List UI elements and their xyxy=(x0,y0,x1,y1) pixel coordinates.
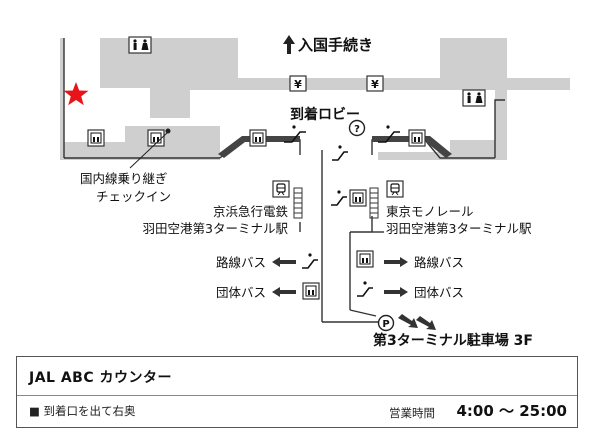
svg-text:¥: ¥ xyxy=(294,78,302,91)
charter-bus-right-label: 団体バス xyxy=(414,285,464,300)
train-icon xyxy=(272,180,290,198)
hours-label: 営業時間 xyxy=(389,406,435,420)
domestic-checkin-label: チェックイン xyxy=(96,189,171,204)
keikyu-label: 京浜急行電鉄 xyxy=(213,204,289,219)
route-lines xyxy=(299,150,384,323)
arrow-down-right xyxy=(416,316,436,330)
elevator-icon xyxy=(302,282,320,300)
currency-exchange-icon: ¥ xyxy=(289,75,307,92)
svg-text:?: ? xyxy=(354,124,360,135)
elevator-icon xyxy=(87,129,105,147)
immigration-label: 入国手続き xyxy=(298,36,373,54)
escalator-icon xyxy=(284,125,306,143)
route-bus-left-label: 路線バス xyxy=(216,255,266,270)
stairs xyxy=(293,187,379,219)
train-icon xyxy=(386,180,404,198)
leader-dot xyxy=(165,128,171,134)
escalator-icon xyxy=(378,125,400,143)
building-walls xyxy=(60,38,570,160)
monorail-station-label: 羽田空港第3ターミナル駅 xyxy=(386,221,532,236)
parking-label: 第3ターミナル駐車場 3F xyxy=(373,332,533,349)
route-bus-right-label: 路線バス xyxy=(414,255,464,270)
currency-exchange-icon: ¥ xyxy=(366,75,384,92)
terminal-map: 入国手続き 到着ロビー ¥ ¥ ? xyxy=(60,35,570,349)
charter-bus-left-label: 団体バス xyxy=(216,285,266,300)
monorail-label: 東京モノレール xyxy=(386,204,474,219)
escalator-icon xyxy=(302,253,318,269)
information-icon: ? xyxy=(348,119,366,137)
arrival-lobby-label: 到着ロビー xyxy=(290,106,360,123)
domestic-transfer-label: 国内線乗り継ぎ xyxy=(80,171,168,186)
escalator-icon xyxy=(332,145,348,161)
keikyu-station-label: 羽田空港第3ターミナル駅 xyxy=(143,221,289,236)
elevator-icon xyxy=(349,189,367,207)
arrow-down-right xyxy=(398,314,418,328)
elevator-icon xyxy=(408,129,426,147)
counter-info-panel: JAL ABC カウンター ■ 到着口を出て右奥 営業時間 4:00 〜 25:… xyxy=(16,356,578,428)
svg-text:P: P xyxy=(382,319,389,330)
star-marker xyxy=(63,82,89,106)
leader-line xyxy=(129,131,169,169)
arrow-left xyxy=(272,257,296,297)
escalator-icon xyxy=(357,281,373,297)
restroom-icon xyxy=(128,36,152,54)
elevator-icon xyxy=(249,129,267,147)
elevator-icon xyxy=(147,129,165,147)
restroom-icon xyxy=(462,89,486,107)
escalator-icon xyxy=(331,190,347,206)
platform-strips xyxy=(218,136,452,158)
hours-value: 4:00 〜 25:00 xyxy=(456,402,567,420)
arrow-right xyxy=(384,257,408,297)
parking-icon: P xyxy=(377,314,395,332)
svg-text:¥: ¥ xyxy=(371,78,379,91)
counter-directions: ■ 到着口を出て右奥 xyxy=(29,404,136,418)
counter-title: JAL ABC カウンター xyxy=(29,370,172,386)
elevator-icon xyxy=(356,250,374,268)
divider xyxy=(17,395,577,396)
immigration-arrow xyxy=(283,35,295,54)
